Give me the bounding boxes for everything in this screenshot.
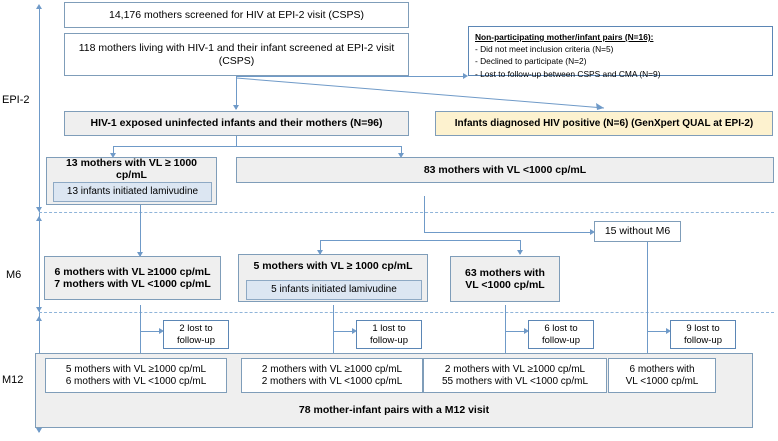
- connector-living-to-exposed-arrow: [233, 105, 239, 110]
- note-non-participating[interactable]: Non-participating mother/infant pairs (N…: [468, 26, 773, 79]
- connector-epi2low-stem: [424, 196, 425, 232]
- node-ltfu-2[interactable]: 1 lost to follow-up: [356, 320, 422, 349]
- node-ltfu-1-line2: follow-up: [176, 334, 216, 346]
- node-epi2-high-vl-group[interactable]: 13 mothers with VL ≥ 1000 cp/mL 13 infan…: [46, 157, 217, 205]
- node-m12-d-line2: VL <1000 cp/mL: [625, 375, 699, 387]
- timeline-label-epi2: EPI-2: [2, 94, 30, 106]
- connector-epi2low-to-m6low-arrow: [517, 250, 523, 255]
- node-epi2-low-vl[interactable]: 83 mothers with VL <1000 cp/mL: [236, 157, 774, 183]
- node-hiv-positive-infants-label: Infants diagnosed HIV positive (N=6) (Ge…: [454, 117, 754, 129]
- node-m12-b[interactable]: 2 mothers with VL ≥1000 cp/mL 2 mothers …: [241, 358, 423, 393]
- node-m12-d-line1: 6 mothers with: [629, 363, 695, 375]
- connector-exposed-to-left: [113, 146, 114, 156]
- node-ltfu-3-line1: 6 lost to: [544, 322, 578, 334]
- node-m6-new-high-vl-infants-label: 5 infants initiated lamivudine: [271, 284, 397, 296]
- node-ltfu-1[interactable]: 2 lost to follow-up: [163, 320, 229, 349]
- node-screened-label: 14,176 mothers screened for HIV at EPI-2…: [108, 8, 365, 21]
- note-item-2: - Declined to participate (N=2): [475, 56, 587, 67]
- timeline-axis-arrow-top: [36, 4, 42, 9]
- connector-epi2low-split: [320, 240, 520, 241]
- node-epi2-high-vl-label: 13 mothers with VL ≥ 1000 cp/mL: [65, 156, 198, 181]
- node-m6-new-high-vl-group[interactable]: 5 mothers with VL ≥ 1000 cp/mL 5 infants…: [238, 254, 428, 302]
- timeline-axis-arrow-bottom: [36, 428, 42, 433]
- node-m12-a-line1: 5 mothers with VL ≥1000 cp/mL: [65, 363, 207, 375]
- connector-exposed-stem: [236, 136, 237, 146]
- connector-m6left-to-ltfu1: [140, 331, 162, 332]
- connector-epi2low-to-m6low: [520, 240, 521, 254]
- note-item-1: - Did not meet inclusion criteria (N=5): [475, 44, 614, 55]
- node-m6-low-vl-line2: VL <1000 cp/mL: [465, 279, 545, 291]
- node-screened[interactable]: 14,176 mothers screened for HIV at EPI-2…: [64, 2, 409, 28]
- node-m12-total: 78 mother-infant pairs with a M12 visit: [35, 404, 753, 416]
- timeline-tick-m6-start: [36, 216, 42, 221]
- connector-m6new-to-ltfu2: [333, 331, 355, 332]
- node-m6-from-high-vl-line2: 7 mothers with VL <1000 cp/mL: [54, 278, 211, 290]
- node-without-m6[interactable]: 15 without M6: [594, 221, 681, 242]
- node-m12-d[interactable]: 6 mothers with VL <1000 cp/mL: [608, 358, 716, 393]
- note-item-3: - Lost to follow-up between CSPS and CMA…: [475, 68, 661, 79]
- node-m6-new-high-vl-infants[interactable]: 5 infants initiated lamivudine: [246, 280, 422, 300]
- node-m12-a[interactable]: 5 mothers with VL ≥1000 cp/mL 6 mothers …: [45, 358, 227, 393]
- node-epi2-high-vl-infants[interactable]: 13 infants initiated lamivudine: [53, 182, 212, 202]
- connector-withoutm6-to-ltfu4-arrow: [666, 328, 671, 334]
- node-living-with-hiv-label: 118 mothers living with HIV-1 and their …: [78, 42, 395, 67]
- connector-epi2high-to-m6-arrow: [137, 252, 143, 257]
- node-m6-new-high-vl-label: 5 mothers with VL ≥ 1000 cp/mL: [253, 260, 413, 273]
- node-m12-c-line2: 55 mothers with VL <1000 cp/mL: [441, 375, 589, 387]
- connector-epi2low-to-without-m6-arrow: [590, 229, 595, 235]
- section-separator-epi2-m6: [39, 212, 774, 213]
- connector-m6low-to-ltfu3: [505, 331, 527, 332]
- node-m6-from-high-vl-line1: 6 mothers with VL ≥1000 cp/mL: [54, 265, 211, 278]
- node-m12-a-line2: 6 mothers with VL <1000 cp/mL: [65, 375, 207, 387]
- connector-exposed-split: [113, 146, 401, 147]
- node-hiv-positive-infants[interactable]: Infants diagnosed HIV positive (N=6) (Ge…: [435, 111, 773, 136]
- note-non-participating-title: Non-participating mother/infant pairs (N…: [475, 32, 654, 42]
- node-m12-c[interactable]: 2 mothers with VL ≥1000 cp/mL 55 mothers…: [423, 358, 607, 393]
- node-exposed-uninfected[interactable]: HIV-1 exposed uninfected infants and the…: [64, 111, 409, 136]
- node-epi2-high-vl-infants-label: 13 infants initiated lamivudine: [66, 186, 199, 198]
- connector-m6new-to-ltfu2-arrow: [352, 328, 357, 334]
- node-m6-low-vl[interactable]: 63 mothers with VL <1000 cp/mL: [450, 256, 560, 302]
- connector-withoutm6-to-ltfu4: [647, 331, 669, 332]
- timeline-tick-m12-start: [36, 316, 42, 321]
- connector-m6left-to-ltfu1-arrow: [159, 328, 164, 334]
- connector-withoutm6-to-m12d: [647, 240, 648, 358]
- node-ltfu-3[interactable]: 6 lost to follow-up: [528, 320, 594, 349]
- node-m12-c-line1: 2 mothers with VL ≥1000 cp/mL: [444, 363, 586, 375]
- connector-exposed-to-left-arrow: [110, 153, 116, 158]
- node-m6-new-high-vl: 5 mothers with VL ≥ 1000 cp/mL: [239, 255, 427, 278]
- node-ltfu-1-line1: 2 lost to: [179, 322, 213, 334]
- node-m6-from-high-vl[interactable]: 6 mothers with VL ≥1000 cp/mL 7 mothers …: [44, 256, 221, 300]
- node-m12-total-label: 78 mother-infant pairs with a M12 visit: [298, 404, 490, 416]
- timeline-label-m6: M6: [6, 269, 22, 281]
- node-ltfu-4-line1: 9 lost to: [686, 322, 720, 334]
- timeline-tick-epi2-end: [36, 207, 42, 212]
- node-ltfu-4-line2: follow-up: [683, 334, 723, 346]
- node-m12-b-line2: 2 mothers with VL <1000 cp/mL: [261, 375, 403, 387]
- node-epi2-low-vl-label: 83 mothers with VL <1000 cp/mL: [423, 163, 587, 176]
- node-living-with-hiv[interactable]: 118 mothers living with HIV-1 and their …: [64, 33, 409, 76]
- connector-living-to-note: [236, 76, 466, 77]
- node-m6-low-vl-line1: 63 mothers with: [465, 266, 545, 279]
- connector-epi2low-to-m6new: [320, 240, 321, 254]
- connector-exposed-to-right: [401, 146, 402, 156]
- section-separator-m6-m12: [39, 312, 774, 313]
- node-m12-b-line1: 2 mothers with VL ≥1000 cp/mL: [261, 363, 403, 375]
- node-epi2-high-vl: 13 mothers with VL ≥ 1000 cp/mL: [47, 156, 216, 181]
- connector-epi2high-to-m6: [140, 205, 141, 256]
- connector-epi2low-to-m6new-arrow: [317, 250, 323, 255]
- node-ltfu-3-line2: follow-up: [541, 334, 581, 346]
- node-ltfu-2-line2: follow-up: [369, 334, 409, 346]
- connector-exposed-to-right-arrow: [398, 153, 404, 158]
- connector-epi2low-to-without-m6: [424, 232, 592, 233]
- timeline-label-m12: M12: [2, 374, 24, 386]
- node-exposed-uninfected-label: HIV-1 exposed uninfected infants and the…: [90, 117, 383, 130]
- connector-m6low-to-ltfu3-arrow: [524, 328, 529, 334]
- connector-living-to-note-arrow: [463, 73, 468, 79]
- node-without-m6-label: 15 without M6: [604, 225, 671, 238]
- node-ltfu-2-line1: 1 lost to: [372, 322, 406, 334]
- timeline-tick-m6-end: [36, 307, 42, 312]
- node-ltfu-4[interactable]: 9 lost to follow-up: [670, 320, 736, 349]
